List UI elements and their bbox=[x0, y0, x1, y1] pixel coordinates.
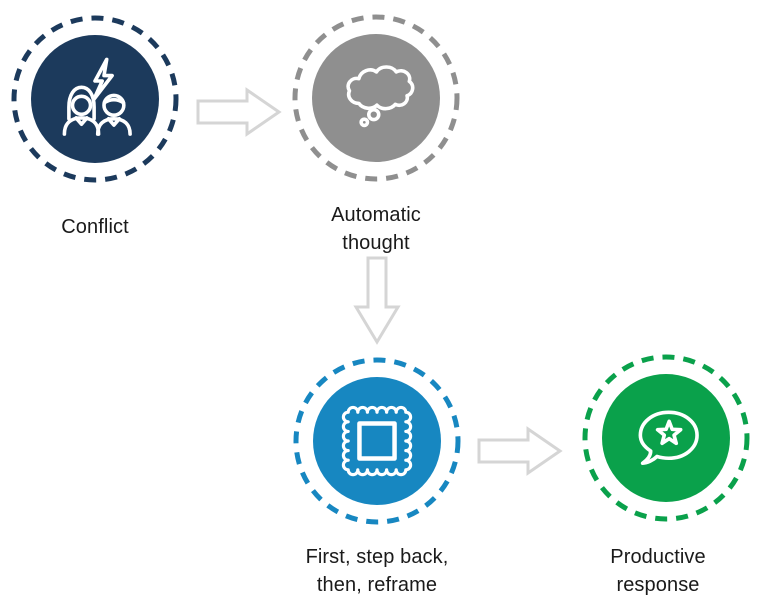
framed-picture-stamp-icon bbox=[341, 405, 413, 477]
speech-bubble-outline bbox=[638, 410, 699, 465]
person-left-face bbox=[70, 94, 93, 117]
speech-bubble-star-icon bbox=[638, 410, 699, 465]
thought-bubble-large bbox=[367, 107, 381, 122]
flow-arrow-1 bbox=[196, 87, 282, 137]
person-right-shoulders bbox=[95, 117, 132, 136]
person-left-hair bbox=[67, 85, 96, 121]
flow-arrow-2 bbox=[353, 256, 401, 345]
node-automatic-thought bbox=[292, 14, 460, 182]
arrow-right-icon bbox=[477, 426, 563, 476]
node-label-automatic-thought: Automatic thought bbox=[331, 204, 421, 254]
frame-scalloped-border bbox=[341, 405, 413, 477]
person-right-head bbox=[102, 93, 126, 118]
node-conflict bbox=[11, 15, 179, 183]
automatic-thought-circle bbox=[312, 34, 440, 162]
flow-arrow-3 bbox=[477, 426, 563, 476]
node-reframe bbox=[293, 357, 461, 525]
node-label-reframe: First, step back, then, reframe bbox=[305, 546, 449, 596]
person-left-collar bbox=[74, 116, 89, 126]
person-left-shoulders bbox=[62, 116, 101, 136]
productive-response-circle bbox=[602, 374, 730, 502]
productive-response-dashed-ring bbox=[582, 354, 750, 522]
arrow-down-icon bbox=[353, 256, 401, 345]
person-right-hairline bbox=[102, 97, 126, 105]
node-label-productive-response: Productive response bbox=[610, 546, 706, 596]
conflict-people-lightning-icon bbox=[62, 57, 132, 136]
thought-bubble-small bbox=[359, 117, 370, 128]
node-label-conflict: Conflict bbox=[61, 216, 129, 238]
frame-inner-square bbox=[357, 421, 397, 461]
arrow-right-icon bbox=[196, 87, 282, 137]
reframe-dashed-ring bbox=[293, 357, 461, 525]
person-right-collar bbox=[106, 117, 122, 127]
automatic-thought-dashed-ring bbox=[292, 14, 460, 182]
cloud-outline bbox=[346, 65, 415, 111]
node-productive-response bbox=[582, 354, 750, 522]
reframe-circle bbox=[313, 377, 441, 505]
star-outline bbox=[655, 419, 683, 446]
thought-cloud-icon bbox=[346, 65, 415, 128]
conflict-dashed-ring bbox=[11, 15, 179, 183]
